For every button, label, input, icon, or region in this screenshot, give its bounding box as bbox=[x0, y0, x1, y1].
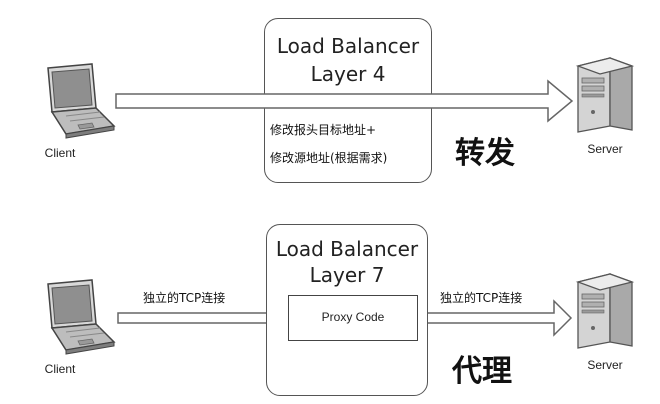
proxy-mode-label: 代理 bbox=[452, 354, 512, 389]
forwarding-mode-label: 转发 bbox=[455, 136, 515, 171]
bottom-client-label: Client bbox=[44, 362, 76, 376]
server-tower-icon bbox=[575, 57, 635, 133]
proxy-code-label: Proxy Code bbox=[321, 310, 385, 324]
bottom-server-label: Server bbox=[587, 358, 623, 372]
proxy-code-box: Proxy Code bbox=[288, 295, 418, 341]
forwarding-note-line2: 修改源地址(根据需求) bbox=[270, 151, 388, 165]
server-tower-icon bbox=[575, 273, 635, 349]
forwarding-note-line1: 修改报头目标地址+ bbox=[270, 123, 377, 137]
top-client-label: Client bbox=[44, 146, 76, 160]
laptop-icon bbox=[47, 279, 116, 355]
layer7-title-line1: Load Balancer bbox=[275, 237, 419, 261]
left-tcp-connection-label: 独立的TCP连接 bbox=[143, 291, 226, 305]
right-tcp-connection-label: 独立的TCP连接 bbox=[440, 291, 523, 305]
top-server-label: Server bbox=[587, 142, 623, 156]
layer4-title-line1: Load Balancer bbox=[276, 34, 420, 58]
laptop-icon bbox=[47, 63, 116, 139]
layer4-title-line2: Layer 4 bbox=[310, 62, 386, 86]
layer7-title-line2: Layer 7 bbox=[309, 263, 385, 287]
bottom-right-arrow bbox=[417, 299, 573, 337]
